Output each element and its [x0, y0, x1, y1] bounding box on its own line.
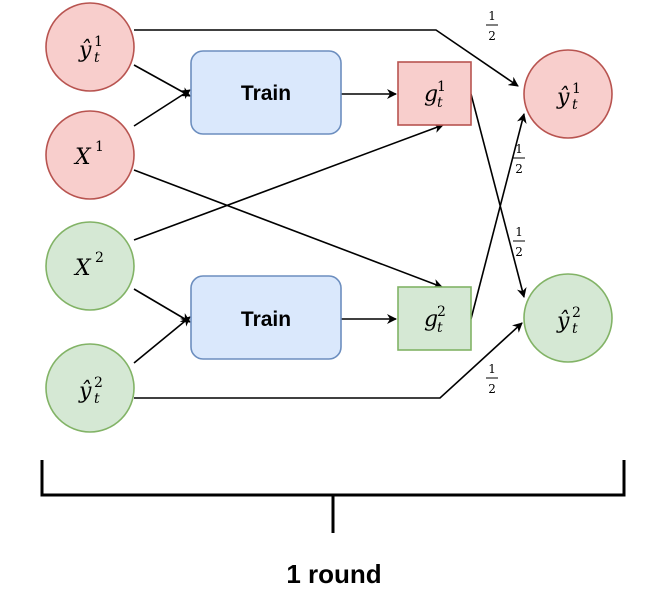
node-base: g: [424, 82, 438, 107]
weight-numerator: 1: [515, 142, 523, 156]
node-sub: t: [437, 320, 443, 336]
node-base: ŷ: [78, 38, 92, 63]
train-label: Train: [241, 308, 291, 331]
node-base: ŷ: [78, 379, 92, 404]
weight-g2-to-y1out: 1 2: [513, 142, 525, 176]
node-sup: 1: [437, 79, 446, 95]
edge-y1-to-y1out: [134, 29, 519, 87]
node-sub: t: [94, 50, 100, 66]
weight-y1-to-y1out: 1 2: [486, 9, 498, 43]
node-sub: t: [437, 95, 443, 111]
node-y2-output: ŷ 2 t: [523, 273, 613, 363]
weight-y2-to-y2out: 1 2: [486, 362, 498, 396]
node-base: g: [424, 307, 438, 332]
node-g1: g 1 t: [397, 61, 472, 126]
edge-g2-to-y1out: [470, 113, 527, 320]
edge-y2-to-y2out: [134, 322, 523, 399]
weight-numerator: 1: [488, 362, 496, 376]
edge-x2-to-g1: [133, 123, 444, 241]
node-sub: t: [572, 97, 578, 113]
train-box-2: Train: [190, 275, 342, 360]
node-y1-output: ŷ 1 t: [523, 49, 613, 139]
node-base: X: [73, 145, 92, 170]
weight-denominator: 2: [515, 162, 523, 176]
node-sup: 2: [95, 250, 104, 266]
node-g2: g 2 t: [397, 286, 472, 351]
edge-g1-to-y2out: [470, 93, 527, 298]
train-label: Train: [241, 82, 291, 105]
node-y1-input: ŷ 1 t: [45, 2, 135, 92]
weight-denominator: 2: [515, 245, 523, 259]
node-base: ŷ: [556, 309, 570, 334]
weight-denominator: 2: [488, 382, 496, 396]
edges: [133, 29, 527, 399]
edge-x1-to-train1: [133, 89, 191, 127]
weight-g1-to-y2out: 1 2: [513, 225, 525, 259]
train-box-1: Train: [190, 50, 342, 135]
node-y2-input: ŷ 2 t: [45, 343, 135, 433]
edge-x2-to-train2: [133, 288, 191, 323]
node-sub: t: [572, 321, 578, 337]
edge-y2-to-train2: [133, 316, 191, 364]
weight-numerator: 1: [515, 225, 523, 239]
node-sup: 2: [437, 304, 446, 320]
edge-y1-to-train1: [133, 64, 191, 97]
node-sup: 2: [572, 305, 581, 321]
edge-x1-to-g2: [133, 169, 443, 289]
node-sup: 2: [94, 375, 103, 391]
node-x2: X 2: [45, 221, 135, 311]
node-sup: 1: [94, 34, 103, 50]
node-shape: [46, 3, 134, 91]
node-x1: X 1: [45, 110, 135, 200]
node-sub: t: [94, 391, 100, 407]
node-base: X: [73, 256, 92, 281]
node-sup: 1: [95, 139, 104, 155]
node-base: ŷ: [556, 85, 570, 110]
weight-denominator: 2: [488, 29, 496, 43]
weight-numerator: 1: [488, 9, 496, 23]
round-label: 1 round: [286, 559, 381, 589]
round-bracket: [40, 460, 626, 533]
node-sup: 1: [572, 81, 581, 97]
